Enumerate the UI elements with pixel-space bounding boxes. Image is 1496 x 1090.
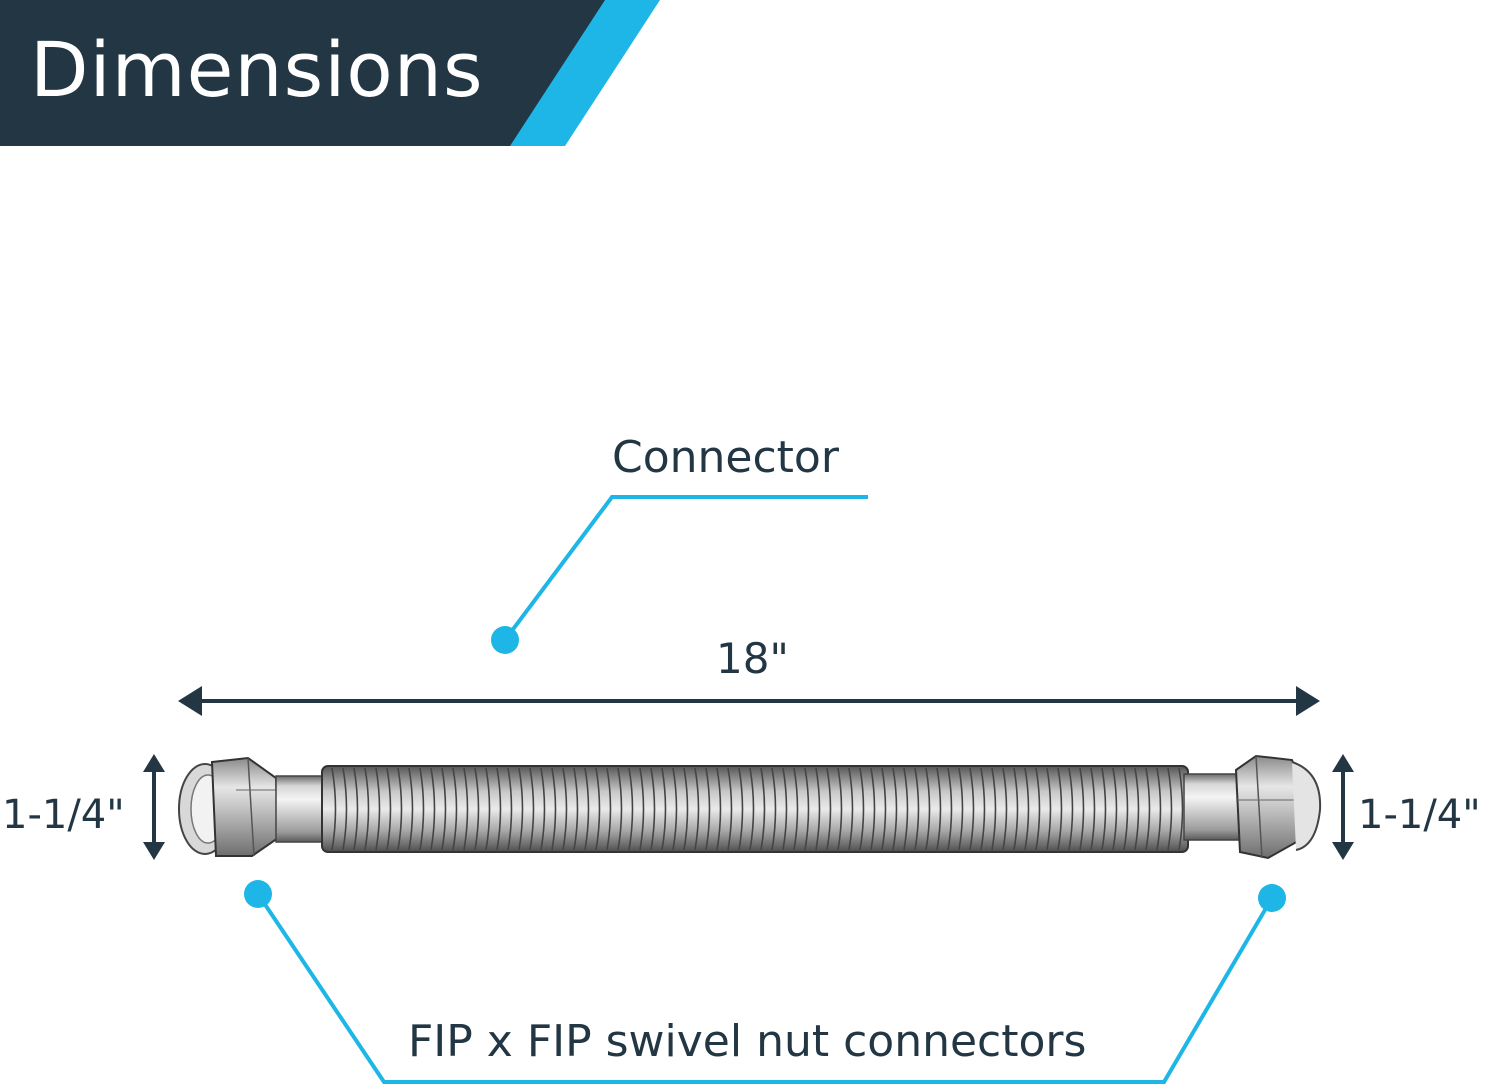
diameter-label-right: 1-1/4" xyxy=(1358,792,1481,838)
gas-connector-image xyxy=(178,754,1322,860)
end-fittings-callout xyxy=(244,880,1286,1084)
diameter-arrow-right xyxy=(1332,754,1354,860)
page-title: Dimensions xyxy=(30,25,484,114)
callout-dot-right-fitting xyxy=(1258,884,1286,912)
connector-label: Connector xyxy=(612,432,839,483)
end-fittings-label: FIP x FIP swivel nut connectors xyxy=(408,1016,1087,1067)
banner-background xyxy=(0,0,605,146)
header-banner xyxy=(0,0,660,146)
diameter-label-left: 1-1/4" xyxy=(2,792,125,838)
arrowhead-right-icon xyxy=(1296,686,1320,716)
banner-accent-stripe xyxy=(505,0,660,146)
connector-callout xyxy=(491,495,868,654)
diameter-arrow-left xyxy=(143,754,165,860)
arrowhead-left-icon xyxy=(178,686,202,716)
callout-dot-left-fitting xyxy=(244,880,272,908)
length-label: 18" xyxy=(716,634,789,683)
callout-dot-connector xyxy=(491,626,519,654)
length-dimension-line xyxy=(178,686,1320,716)
